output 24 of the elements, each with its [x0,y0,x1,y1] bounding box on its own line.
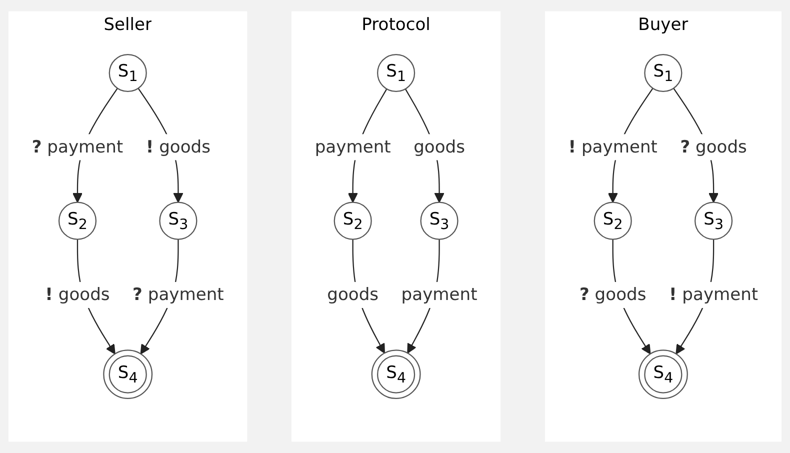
edge-label: payment [401,284,478,305]
edge-label: ! goods [45,284,110,305]
node-circle: S$_{3}$ [694,202,733,240]
edge-label: ! payment [668,284,758,305]
edge-label: ? payment [132,284,224,305]
edge-label: ! payment [568,136,658,157]
node-circle: S$_{2}$ [594,202,632,240]
edge-label: goods [414,136,465,157]
edge-label: ? goods [579,284,646,305]
node-circle: S$_{4}$ [103,350,153,400]
node-circle: S$_{1}$ [377,54,416,92]
edge-label: ? goods [680,136,747,157]
node-circle: S$_{4}$ [371,350,421,400]
edge-label: ! goods [146,136,211,157]
node-circle: S$_{1}$ [644,54,682,92]
node-circle: S$_{2}$ [334,202,372,240]
edge-label: payment [314,136,391,157]
node-circle: S$_{1}$ [108,54,147,92]
node-circle: S$_{4}$ [638,350,688,400]
node-circle: S$_{3}$ [159,202,198,240]
edge-label: ? payment [32,136,124,157]
edge-label: goods [327,284,379,305]
node-circle: S$_{2}$ [58,202,97,240]
node-circle: S$_{3}$ [420,202,458,240]
